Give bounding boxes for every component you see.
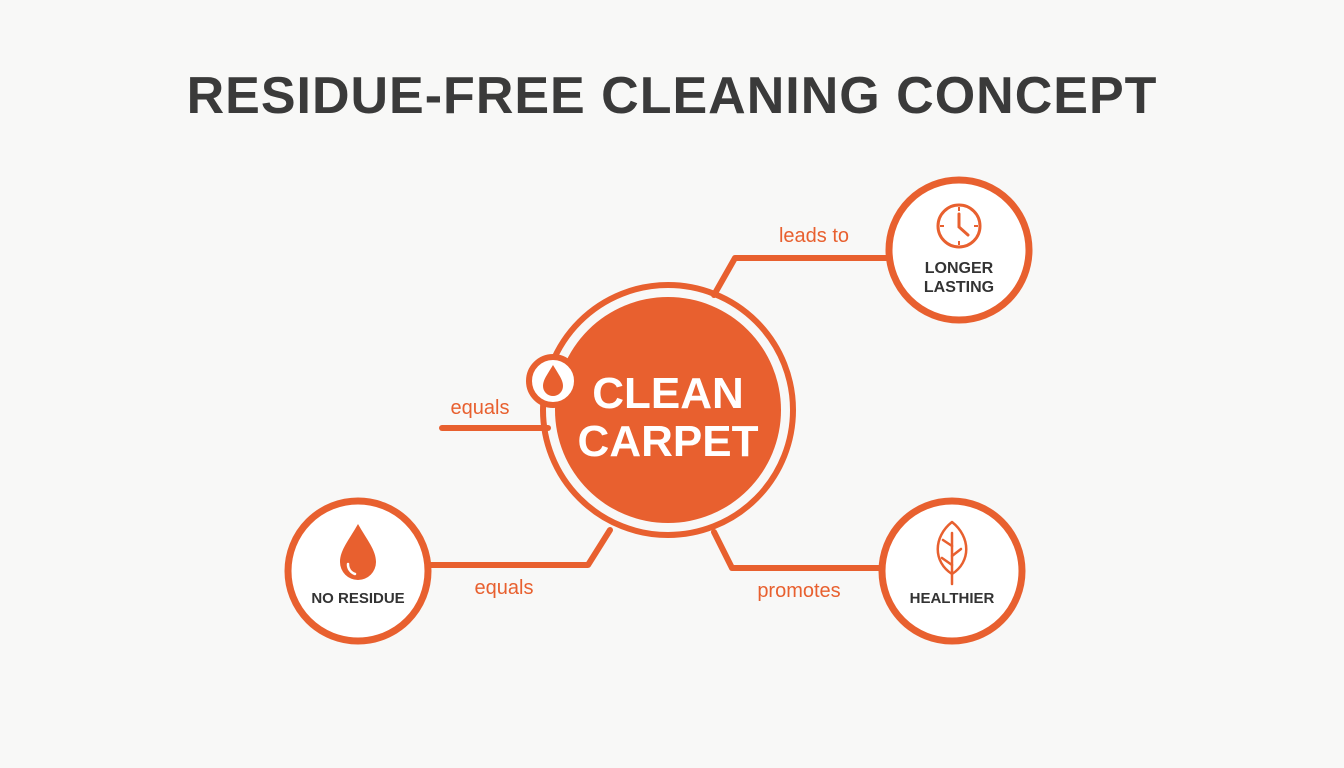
edge-label-leads-to: leads to — [779, 225, 849, 247]
node-no-residue-label: NO RESIDUE — [311, 590, 404, 607]
node-healthier-label: HEALTHIER — [910, 590, 995, 607]
edge-label-equals-bottom: equals — [475, 577, 534, 599]
connector-leads-to — [711, 255, 891, 298]
page-title: RESIDUE-FREE CLEANING CONCEPT — [186, 67, 1158, 125]
node-no-residue: NO RESIDUE — [284, 497, 432, 645]
center-node-line2: CARPET — [578, 417, 759, 466]
node-longer-lasting-line2: LASTING — [924, 279, 994, 296]
edge-label-promotes: promotes — [757, 580, 840, 602]
node-longer-lasting: LONGER LASTING — [885, 176, 1033, 324]
edge-label-equals-left: equals — [451, 397, 510, 419]
magnifier-drop-icon — [526, 354, 599, 425]
center-node-clean-carpet: CLEAN CARPET — [540, 282, 796, 538]
water-drop-icon — [340, 524, 376, 580]
clock-icon — [936, 203, 982, 249]
node-longer-lasting-line1: LONGER — [925, 260, 994, 277]
center-node-line1: CLEAN — [592, 369, 744, 418]
connector-equals-bottom — [425, 527, 613, 568]
node-healthier: HEALTHIER — [878, 497, 1026, 645]
leaf-icon — [936, 520, 968, 586]
connector-promotes — [711, 529, 883, 571]
